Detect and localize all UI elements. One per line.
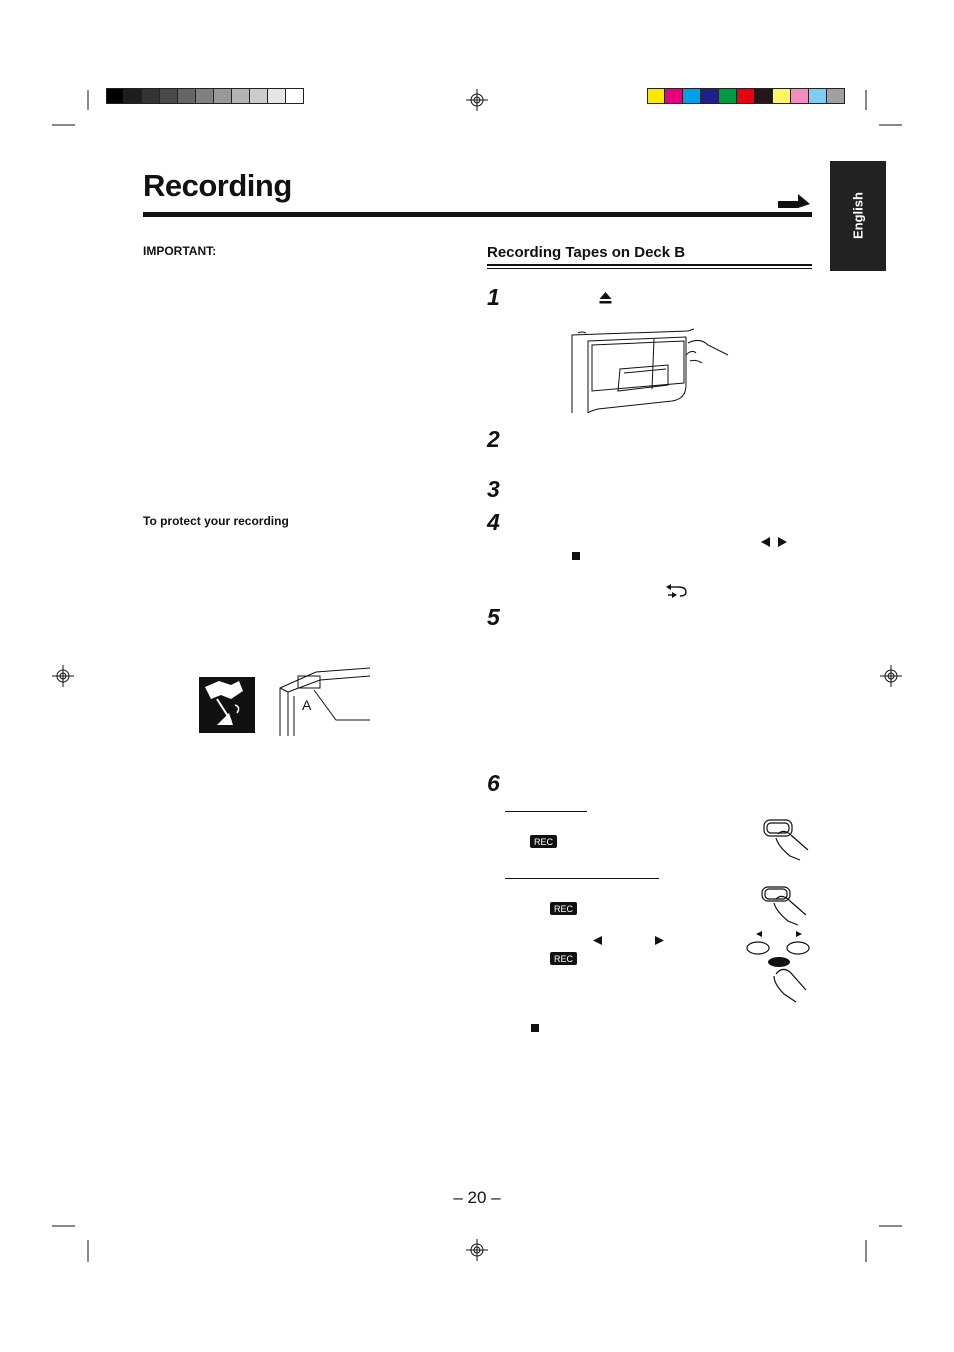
important-label: IMPORTANT: [143, 244, 217, 258]
grey-swatch [142, 88, 160, 104]
grey-swatch [196, 88, 214, 104]
step6-heading-underline-a [505, 811, 587, 812]
protect-heading: To protect your recording [143, 514, 289, 528]
registration-target-top [466, 89, 488, 111]
stop-icon [531, 1024, 539, 1032]
grey-swatch [214, 88, 232, 104]
deck-illustration [571, 328, 729, 414]
play-reverse-icon [593, 936, 602, 945]
grey-swatch [286, 88, 304, 104]
grey-swatch [250, 88, 268, 104]
stop-icon [572, 552, 580, 560]
grey-swatch [124, 88, 142, 104]
color-swatch [827, 88, 845, 104]
grey-swatch [178, 88, 196, 104]
tab-breaking-illustration [199, 677, 255, 733]
step-number-2: 2 [487, 426, 500, 452]
color-swatch [755, 88, 773, 104]
cassette-tab-illustration: A [279, 667, 371, 736]
section-rule [487, 264, 812, 266]
registration-target-bottom [466, 1239, 488, 1261]
color-swatch [665, 88, 683, 104]
registration-target-left [52, 665, 74, 687]
step-number-3: 3 [487, 476, 500, 502]
step-number-4: 4 [487, 509, 500, 535]
page-number: – 20 – [453, 1188, 501, 1207]
rec-button-icon: REC [550, 952, 577, 965]
step6-heading-underline-b [505, 878, 659, 879]
play-forward-icon [655, 936, 664, 945]
grey-swatch [106, 88, 124, 104]
color-swatch [719, 88, 737, 104]
registration-target-right [880, 665, 902, 687]
step-number-6: 6 [487, 770, 500, 796]
grey-swatch [232, 88, 250, 104]
section-heading: Recording Tapes on Deck B [487, 244, 686, 261]
tape-side-label: A [302, 697, 312, 713]
color-swatch [683, 88, 701, 104]
reverse-mode-icon [666, 584, 687, 598]
color-calibration-bar [647, 88, 845, 104]
grey-swatch [160, 88, 178, 104]
color-swatch [737, 88, 755, 104]
step-number-1: 1 [487, 284, 500, 310]
grey-calibration-bar [106, 88, 304, 104]
color-swatch [647, 88, 665, 104]
eject-icon [599, 292, 612, 304]
continue-arrow-icon [778, 194, 810, 208]
section-rule-thin [487, 268, 812, 269]
grey-swatch [268, 88, 286, 104]
language-tab-label: English [850, 192, 866, 240]
language-tab [830, 161, 886, 271]
page-title: Recording [143, 168, 292, 203]
color-swatch [773, 88, 791, 104]
color-swatch [791, 88, 809, 104]
finger-press-illustration [761, 886, 807, 926]
title-rule [143, 212, 812, 217]
rec-button-icon: REC [530, 835, 557, 848]
color-swatch [809, 88, 827, 104]
color-swatch [701, 88, 719, 104]
step-number-5: 5 [487, 604, 500, 630]
finger-press-illustration [763, 819, 809, 861]
two-button-press-illustration [746, 931, 810, 1003]
rec-button-icon: REC [550, 902, 577, 915]
play-direction-icon [761, 537, 787, 547]
